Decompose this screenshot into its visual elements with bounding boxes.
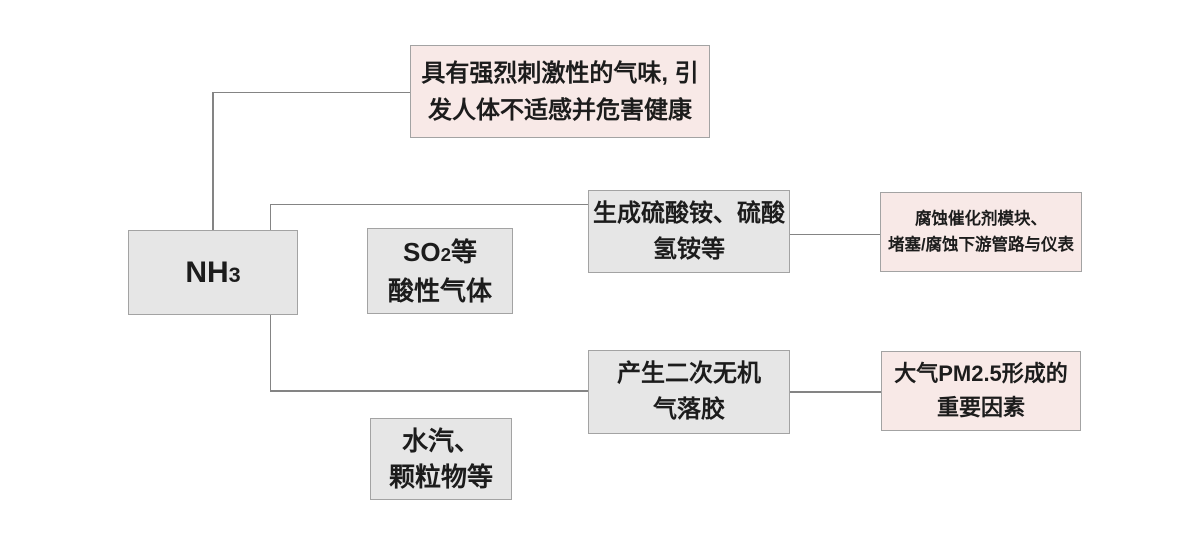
node-aerosol-line-2: 气落胶	[653, 396, 725, 423]
node-pm25-factor: 大气PM2.5形成的 重要因素	[881, 351, 1081, 431]
node-corrosion-line-1: 腐蚀催化剂模块、	[915, 210, 1047, 228]
node-ammonium-sulfate: 生成硫酸铵、硫酸 氢铵等	[588, 190, 790, 273]
connector-nh3-odor-vertical	[212, 92, 214, 230]
node-nh3-label: NH3	[185, 255, 241, 289]
node-water-vapor-particles: 水汽、 颗粒物等	[370, 418, 512, 500]
node-nh3: NH3	[128, 230, 298, 315]
node-pm25-line-1: 大气PM2.5形成的	[894, 361, 1068, 386]
node-sulfate-line-1: 生成硫酸铵、硫酸	[593, 199, 785, 227]
node-corrosion-line-2: 堵塞/腐蚀下游管路与仪表	[887, 236, 1075, 254]
node-odor-health: 具有强烈刺激性的气味, 引 发人体不适感并危害健康	[410, 45, 710, 138]
node-odor-line-2: 发人体不适感并危害健康	[428, 96, 692, 124]
node-sulfate-line-2: 氢铵等	[653, 235, 725, 263]
connector-nh3-sulfate	[269, 203, 589, 205]
connector-aerosol-pm25	[790, 391, 881, 393]
node-secondary-aerosol: 产生二次无机 气落胶	[588, 350, 790, 434]
node-aerosol-line-1: 产生二次无机	[617, 360, 761, 387]
connector-nh3-odor-horizontal	[212, 91, 410, 93]
node-so2-line-1: SO2等	[403, 236, 477, 267]
node-so2-line-2: 酸性气体	[387, 275, 492, 306]
connector-nh3-aerosol	[269, 390, 589, 392]
node-water-line-2: 颗粒物等	[388, 462, 493, 492]
node-water-line-1: 水汽、	[401, 426, 480, 456]
node-so2-acid-gases: SO2等 酸性气体	[367, 228, 513, 314]
connector-sulfate-corrosion	[790, 233, 880, 235]
node-pm25-line-2: 重要因素	[936, 395, 1025, 420]
node-corrosion-blockage: 腐蚀催化剂模块、 堵塞/腐蚀下游管路与仪表	[880, 192, 1082, 272]
node-odor-line-1: 具有强烈刺激性的气味, 引	[421, 59, 699, 87]
